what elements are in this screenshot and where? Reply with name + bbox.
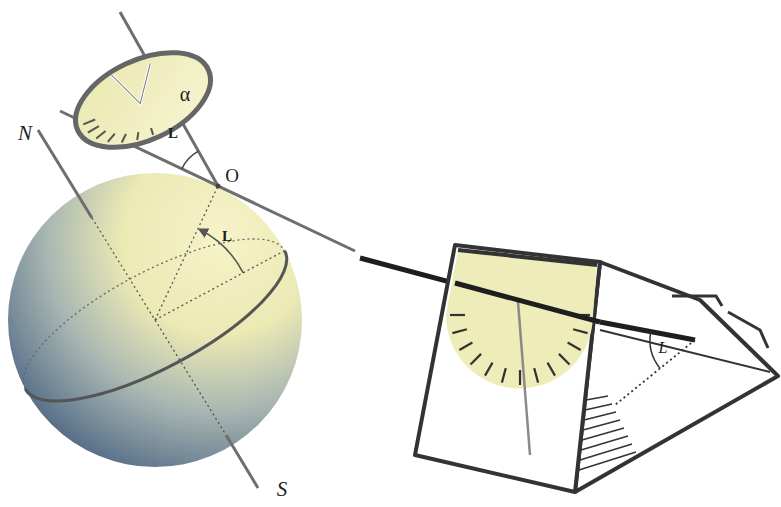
hour-ticks-part xyxy=(450,314,465,316)
angle-label: L xyxy=(168,126,178,141)
hour-ticks-part xyxy=(83,119,95,125)
base-hatching-part xyxy=(583,420,620,430)
angle-label: L xyxy=(222,229,232,244)
base-hatching-part xyxy=(579,452,636,470)
base-dotted-line xyxy=(615,340,695,405)
base-tab xyxy=(672,296,722,306)
hour-ticks-part xyxy=(459,343,472,351)
base-hatching-part xyxy=(584,412,616,420)
radius-line xyxy=(155,186,218,320)
hour-ticks-part xyxy=(95,131,107,139)
base-hatching xyxy=(579,396,636,470)
equator-radius xyxy=(155,251,284,320)
equator-front xyxy=(25,251,307,431)
earth-axis xyxy=(38,130,92,218)
hour-ticks-part xyxy=(534,368,538,383)
point-o xyxy=(216,184,221,189)
gnomon-rod xyxy=(600,322,695,340)
angle-label: L xyxy=(659,340,668,356)
equatorial-dial xyxy=(61,33,225,166)
shadow-line xyxy=(518,302,530,455)
dial-face-top xyxy=(446,250,597,315)
hour-angle-label: α xyxy=(180,84,190,104)
dial-panel xyxy=(415,245,600,492)
sundial-base xyxy=(575,262,778,492)
earth-sphere xyxy=(8,173,302,467)
shadow-v xyxy=(111,58,163,109)
hour-ticks-part xyxy=(150,128,154,135)
shadow-v xyxy=(111,58,163,109)
base-hatching-part xyxy=(585,404,612,410)
hour-ticks-part xyxy=(573,329,588,333)
hour-ticks-part xyxy=(485,363,493,376)
hour-ticks-part xyxy=(568,343,581,351)
hour-ticks xyxy=(83,99,154,160)
hour-ticks-part xyxy=(502,368,506,383)
latitude-arc xyxy=(200,230,244,273)
angle-arc xyxy=(182,151,199,169)
earth-axis xyxy=(226,435,258,488)
point-label: O xyxy=(225,166,239,185)
pole-label: S xyxy=(277,479,288,500)
pole-label: N xyxy=(18,123,32,144)
dial-rim xyxy=(458,250,597,265)
earth-axis-hidden xyxy=(92,218,226,435)
base-hatching-part xyxy=(582,428,624,440)
equator-back xyxy=(3,209,285,389)
hour-ticks-part xyxy=(548,363,556,376)
base-tab xyxy=(728,312,768,348)
hour-ticks-part xyxy=(106,134,117,142)
base-hatching-part xyxy=(580,444,632,460)
gnomon-rod xyxy=(455,283,600,322)
equator xyxy=(3,209,308,432)
hour-ticks-part xyxy=(519,370,521,385)
horizon-line xyxy=(60,111,355,251)
base-hatching-part xyxy=(586,396,608,400)
hour-ticks-part xyxy=(559,354,570,365)
hour-ticks-part xyxy=(119,134,128,142)
hour-ticks-part xyxy=(452,329,467,333)
hour-ticks-part xyxy=(134,132,141,140)
hour-ticks-part xyxy=(471,354,482,365)
hour-ticks-part xyxy=(87,126,99,133)
dial-face xyxy=(61,33,225,166)
